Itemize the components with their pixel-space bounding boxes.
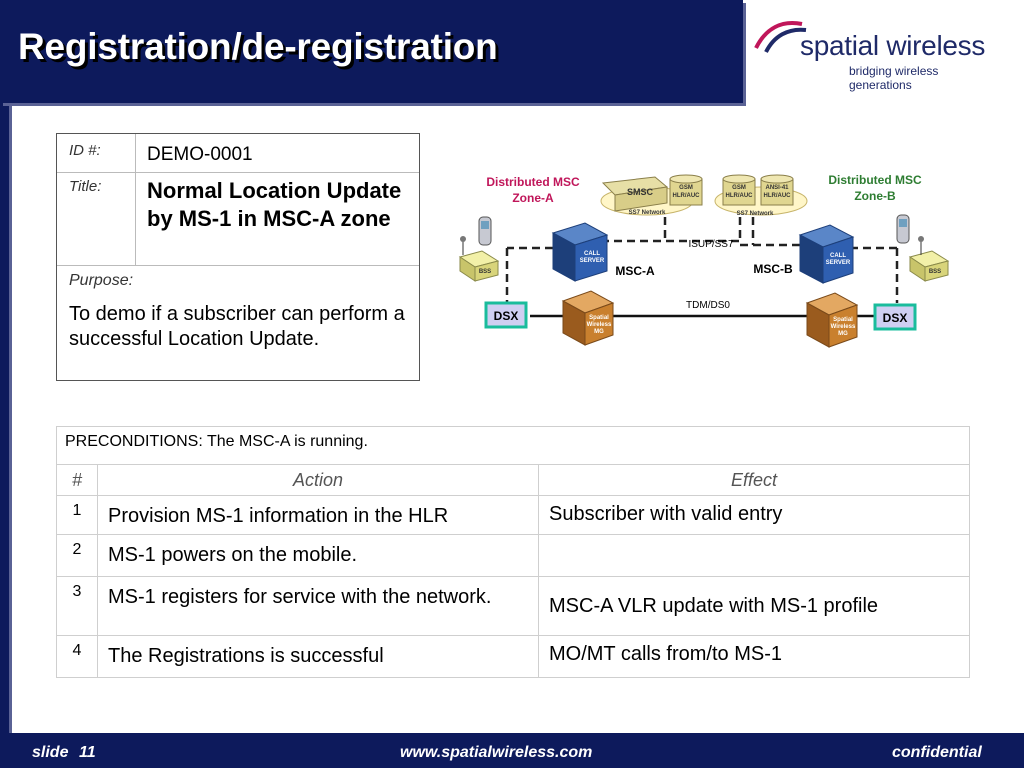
ss7-network-label-b: SS7 Network bbox=[737, 211, 774, 217]
id-label: ID #: bbox=[69, 142, 101, 159]
bss-right-label: BSS bbox=[929, 269, 941, 275]
hlr-ansi41: ANSI-41 HLR/AUC bbox=[760, 174, 794, 206]
dsx-left-label: DSX bbox=[494, 309, 519, 323]
dsx-right: DSX bbox=[873, 303, 917, 331]
step-action: The Registrations is successful bbox=[97, 635, 539, 678]
antenna-icon bbox=[460, 236, 466, 242]
mg-b-line3: MG bbox=[838, 331, 848, 337]
isup-ss7-label: ISUP/SS7 bbox=[688, 239, 733, 250]
logo-name: spatial wireless bbox=[800, 30, 986, 61]
step-action: MS-1 registers for service with the netw… bbox=[97, 576, 539, 636]
bss-left-label: BSS bbox=[479, 269, 491, 275]
call-server-b-line1: CALL bbox=[830, 253, 846, 259]
step-effect: Subscriber with valid entry bbox=[538, 495, 970, 535]
network-diagram: Distributed MSC Zone-A Distributed MSC Z… bbox=[458, 173, 950, 348]
bss-left: BSS bbox=[458, 236, 500, 282]
dsx-right-label: DSX bbox=[883, 311, 908, 325]
bss-right: BSS bbox=[908, 236, 950, 282]
call-server-b-line2: SERVER bbox=[826, 260, 851, 266]
call-server-a: CALL SERVER bbox=[551, 222, 609, 282]
header-effect: Effect bbox=[538, 464, 970, 496]
title-row: Title: Normal Location Update by MS-1 in… bbox=[57, 172, 419, 266]
column-divider bbox=[135, 134, 136, 265]
hlr-gsm-1-line1: GSM bbox=[679, 185, 693, 191]
hlr-gsm-2-line1: GSM bbox=[732, 185, 746, 191]
hlr-gsm-2-line2: HLR/AUC bbox=[726, 193, 754, 199]
hlr-gsm-1-line2: HLR/AUC bbox=[673, 193, 701, 199]
table-row: 1 Provision MS-1 information in the HLR … bbox=[56, 495, 970, 535]
logo-swoosh-icon bbox=[754, 21, 807, 53]
purpose-label: Purpose: bbox=[69, 272, 134, 289]
purpose-text: To demo if a subscriber can perform a su… bbox=[69, 303, 405, 350]
ss7-network-label-a: SS7 Network bbox=[629, 210, 666, 216]
mg-a-line3: MG bbox=[594, 329, 604, 335]
smsc-label: SMSC bbox=[627, 187, 654, 197]
left-frame-shadow bbox=[9, 103, 12, 733]
left-frame bbox=[0, 0, 9, 768]
hlr-ansi41-line1: ANSI-41 bbox=[765, 185, 789, 191]
mobile-phone-left-icon bbox=[478, 216, 492, 246]
mg-b-line2: Wireless bbox=[831, 324, 856, 330]
slide-label: slide bbox=[32, 744, 69, 761]
dsx-left: DSX bbox=[484, 301, 528, 329]
preconditions-row: PRECONDITIONS: The MSC-A is running. bbox=[56, 426, 970, 465]
title-value: Normal Location Update by MS-1 in MSC-A … bbox=[147, 178, 402, 231]
table-row: 4 The Registrations is successful MO/MT … bbox=[56, 635, 970, 678]
zone-a-label-line1: Distributed MSC bbox=[486, 175, 580, 189]
mg-a-line1: Spatial bbox=[589, 315, 609, 321]
mobile-phone-right-icon bbox=[896, 214, 910, 244]
step-number: 3 bbox=[56, 576, 98, 636]
title-label: Title: bbox=[69, 178, 102, 195]
hlr-gsm-1: GSM HLR/AUC bbox=[669, 174, 703, 206]
step-number: 2 bbox=[56, 534, 98, 577]
slide-number: 11 bbox=[79, 744, 96, 761]
title-banner: Registration/de-registration bbox=[0, 0, 743, 103]
company-logo: spatial wireless bridging wireless gener… bbox=[752, 18, 1002, 92]
step-number: 1 bbox=[56, 495, 98, 535]
footer-classification: confidential bbox=[892, 744, 982, 761]
footer-url: www.spatialwireless.com bbox=[400, 744, 593, 761]
mg-a-line2: Wireless bbox=[587, 322, 612, 328]
zone-b-label-line2: Zone-B bbox=[854, 189, 896, 203]
id-value: DEMO-0001 bbox=[147, 144, 253, 165]
page-title: Registration/de-registration bbox=[18, 26, 498, 67]
msc-b-label: MSC-B bbox=[753, 262, 793, 276]
step-action: MS-1 powers on the mobile. bbox=[97, 534, 539, 577]
hlr-gsm-2: GSM HLR/AUC bbox=[722, 174, 756, 206]
call-server-b: CALL SERVER bbox=[798, 224, 855, 284]
table-row: 2 MS-1 powers on the mobile. bbox=[56, 534, 970, 577]
test-info-table: ID #: DEMO-0001 Title: Normal Location U… bbox=[56, 133, 420, 381]
step-effect: MSC-A VLR update with MS-1 profile bbox=[538, 576, 970, 636]
header-action: Action bbox=[97, 464, 539, 496]
smsc-node: SMSC bbox=[601, 176, 669, 212]
header-row: # Action Effect bbox=[56, 464, 970, 496]
header-number: # bbox=[56, 464, 98, 496]
tdm-ds0-label: TDM/DS0 bbox=[686, 300, 730, 311]
antenna-icon bbox=[918, 236, 924, 242]
id-row: ID #: DEMO-0001 bbox=[57, 134, 419, 173]
media-gateway-b: Spatial Wireless MG bbox=[805, 292, 859, 348]
step-effect: MO/MT calls from/to MS-1 bbox=[538, 635, 970, 678]
footer-bar: slide 11 www.spatialwireless.com confide… bbox=[0, 733, 1024, 768]
logo-tagline: bridging wireless generations bbox=[849, 64, 939, 92]
table-row: 3 MS-1 registers for service with the ne… bbox=[56, 576, 970, 636]
media-gateway-a: Spatial Wireless MG bbox=[561, 290, 615, 346]
zone-a-label-line2: Zone-A bbox=[512, 191, 554, 205]
call-server-a-line2: SERVER bbox=[580, 258, 605, 264]
step-number: 4 bbox=[56, 635, 98, 678]
msc-a-label: MSC-A bbox=[615, 264, 655, 278]
step-action: Provision MS-1 information in the HLR bbox=[97, 495, 539, 535]
call-server-a-line1: CALL bbox=[584, 251, 600, 257]
preconditions-text: PRECONDITIONS: The MSC-A is running. bbox=[56, 426, 970, 465]
step-effect bbox=[538, 534, 970, 577]
hlr-ansi41-line2: HLR/AUC bbox=[764, 193, 792, 199]
mg-b-line1: Spatial bbox=[833, 317, 853, 323]
steps-table: PRECONDITIONS: The MSC-A is running. # A… bbox=[56, 426, 970, 678]
zone-b-label-line1: Distributed MSC bbox=[828, 173, 922, 187]
